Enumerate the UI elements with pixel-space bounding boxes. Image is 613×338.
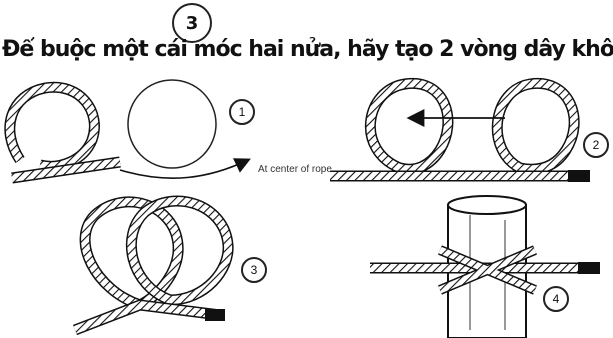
step-number-4: 4	[543, 286, 569, 312]
panel-3-graphic	[75, 201, 228, 330]
step-number-2: 2	[583, 132, 609, 158]
panel-4-graphic	[370, 196, 600, 338]
rope-center-annotation: At center of rope	[258, 164, 332, 175]
page-title: Để buộc một cái móc hai nửa, hãy tạo 2 v…	[2, 37, 613, 67]
step-number-1: 1	[229, 99, 255, 125]
panel-2-graphic	[330, 83, 590, 182]
step-number-3: 3	[241, 257, 267, 283]
panel-1-graphic	[10, 80, 248, 178]
